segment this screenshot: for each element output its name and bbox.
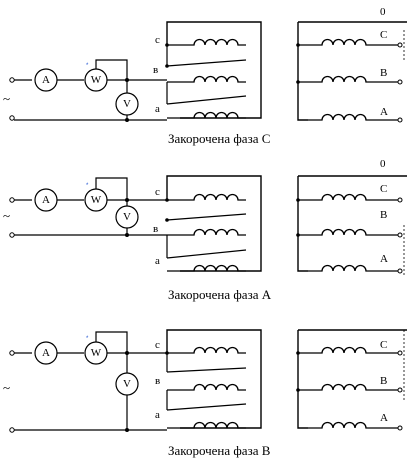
secondary-label-c: С [380, 339, 387, 351]
primary-label-a: а [155, 255, 160, 267]
caption: Закорочена фаза С [168, 131, 270, 146]
primary-label-b: в [153, 223, 158, 235]
wattmeter-polarity-mark: * [86, 336, 89, 342]
panel-short-phase-b: ~ A W * V с в а С В А [3, 329, 407, 458]
voltmeter-label: V [123, 98, 131, 110]
source-symbol: ~ [3, 208, 10, 223]
caption: Закорочена фаза А [168, 287, 272, 302]
secondary-label-a: А [380, 106, 388, 118]
panel-short-phase-a: ~ A W * V с в а 0 С В А [3, 158, 407, 302]
wattmeter-label: W [91, 74, 102, 86]
secondary-label-a: А [380, 253, 388, 265]
secondary-label-c: С [380, 29, 387, 41]
primary-label-a: а [155, 409, 160, 421]
source-terminal-bottom [9, 115, 15, 121]
secondary-label-a: А [380, 412, 388, 424]
primary-label-c: с [155, 186, 160, 198]
ammeter-label: A [42, 194, 50, 206]
voltmeter-label: V [123, 378, 131, 390]
secondary-label-b: В [380, 67, 387, 79]
wattmeter-polarity-mark: * [86, 63, 89, 69]
ammeter-label: A [42, 74, 50, 86]
primary-label-c: с [155, 339, 160, 351]
wattmeter-polarity-mark: * [86, 183, 89, 189]
wattmeter-label: W [91, 194, 102, 206]
secondary-label-b: В [380, 209, 387, 221]
secondary-label-b: В [380, 375, 387, 387]
wattmeter-label: W [91, 347, 102, 359]
primary-label-b: в [153, 64, 158, 76]
source-symbol: ~ [3, 91, 10, 106]
ammeter-label: A [42, 347, 50, 359]
panel-short-phase-c: ~ A W * V с в а [3, 6, 407, 146]
source-symbol: ~ [3, 380, 10, 395]
secondary-label-c: С [380, 183, 387, 195]
primary-label-a: а [155, 103, 160, 115]
primary-label-b: в [155, 375, 160, 387]
secondary-label-0: 0 [380, 6, 386, 18]
primary-label-c: с [155, 34, 160, 46]
caption: Закорочена фаза В [168, 443, 271, 458]
voltmeter-label: V [123, 211, 131, 223]
source-terminal-top [9, 77, 15, 83]
secondary-label-0: 0 [380, 158, 386, 170]
